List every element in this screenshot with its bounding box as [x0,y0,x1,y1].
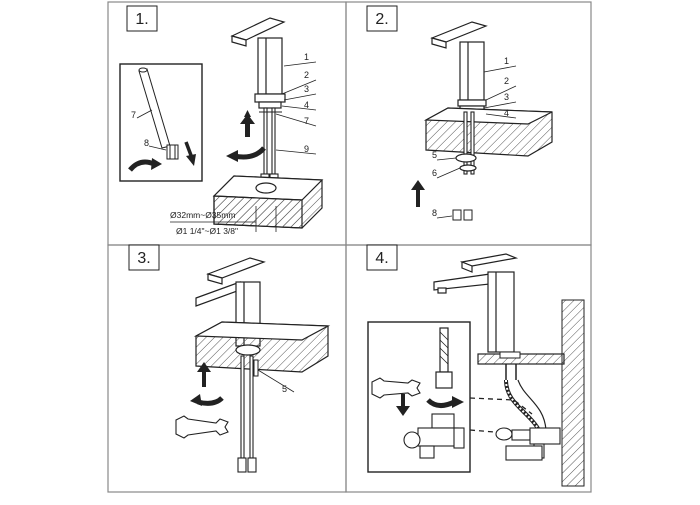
countertop-icon [212,175,324,229]
angle-valve-icon [495,427,561,461]
svg-text:1.: 1. [135,11,148,28]
panel-3-frame [107,244,347,493]
countertop-icon [477,353,565,365]
wrench-icon [175,415,229,439]
svg-text:4: 4 [304,100,309,110]
arrow-up-icon [411,180,425,207]
faucet-icon [430,21,488,113]
arrow-up-icon [240,110,255,137]
svg-text:5: 5 [432,150,437,160]
hose-icon [435,327,453,389]
svg-text:8: 8 [144,138,149,148]
svg-text:1: 1 [504,56,509,66]
step-4-label: 4. [366,244,398,271]
panel-4-frame [345,244,592,493]
faucet-icon [433,253,519,353]
wall-hatch-icon [561,299,585,487]
svg-text:9: 9 [304,144,309,154]
step-1-label: 1. [126,5,158,32]
svg-text:1: 1 [304,52,309,62]
svg-text:8: 8 [432,208,437,218]
svg-text:6: 6 [432,168,437,178]
faucet-icon [195,257,266,347]
svg-text:7: 7 [304,116,309,126]
wrench-icon [371,377,421,399]
hose-icon [237,355,257,473]
svg-text:3.: 3. [137,250,150,267]
svg-text:7: 7 [131,110,136,120]
arrow-up-icon [197,362,211,387]
nut-icon [166,144,179,160]
svg-text:3: 3 [504,92,509,102]
hose-icon [463,111,475,175]
step-2-label: 2. [366,5,398,32]
angle-valve-icon [403,413,465,459]
svg-text:5: 5 [282,384,287,394]
arrow-down-icon [396,394,410,416]
rotate-arrow-icon [197,396,224,406]
svg-text:2: 2 [504,76,509,86]
rotate-arrow-icon [426,398,456,408]
countertop-icon [193,321,331,373]
arrow-down-icon [184,141,196,166]
svg-text:4.: 4. [375,250,388,267]
faucet-icon [230,17,286,109]
svg-text:4: 4 [504,108,509,118]
svg-text:Ø1 1/4"~Ø1 3/8": Ø1 1/4"~Ø1 3/8" [176,226,238,236]
nut-icon [452,209,473,221]
svg-text:Ø32mm~Ø35mm: Ø32mm~Ø35mm [170,210,235,220]
svg-text:3: 3 [304,84,309,94]
hose-icon [260,107,279,184]
step-3-label: 3. [128,244,160,271]
rotate-arrow-icon [233,146,266,160]
svg-text:2.: 2. [375,11,388,28]
svg-text:2: 2 [304,70,309,80]
panel-4-inset [367,321,471,473]
countertop-icon [423,107,553,157]
